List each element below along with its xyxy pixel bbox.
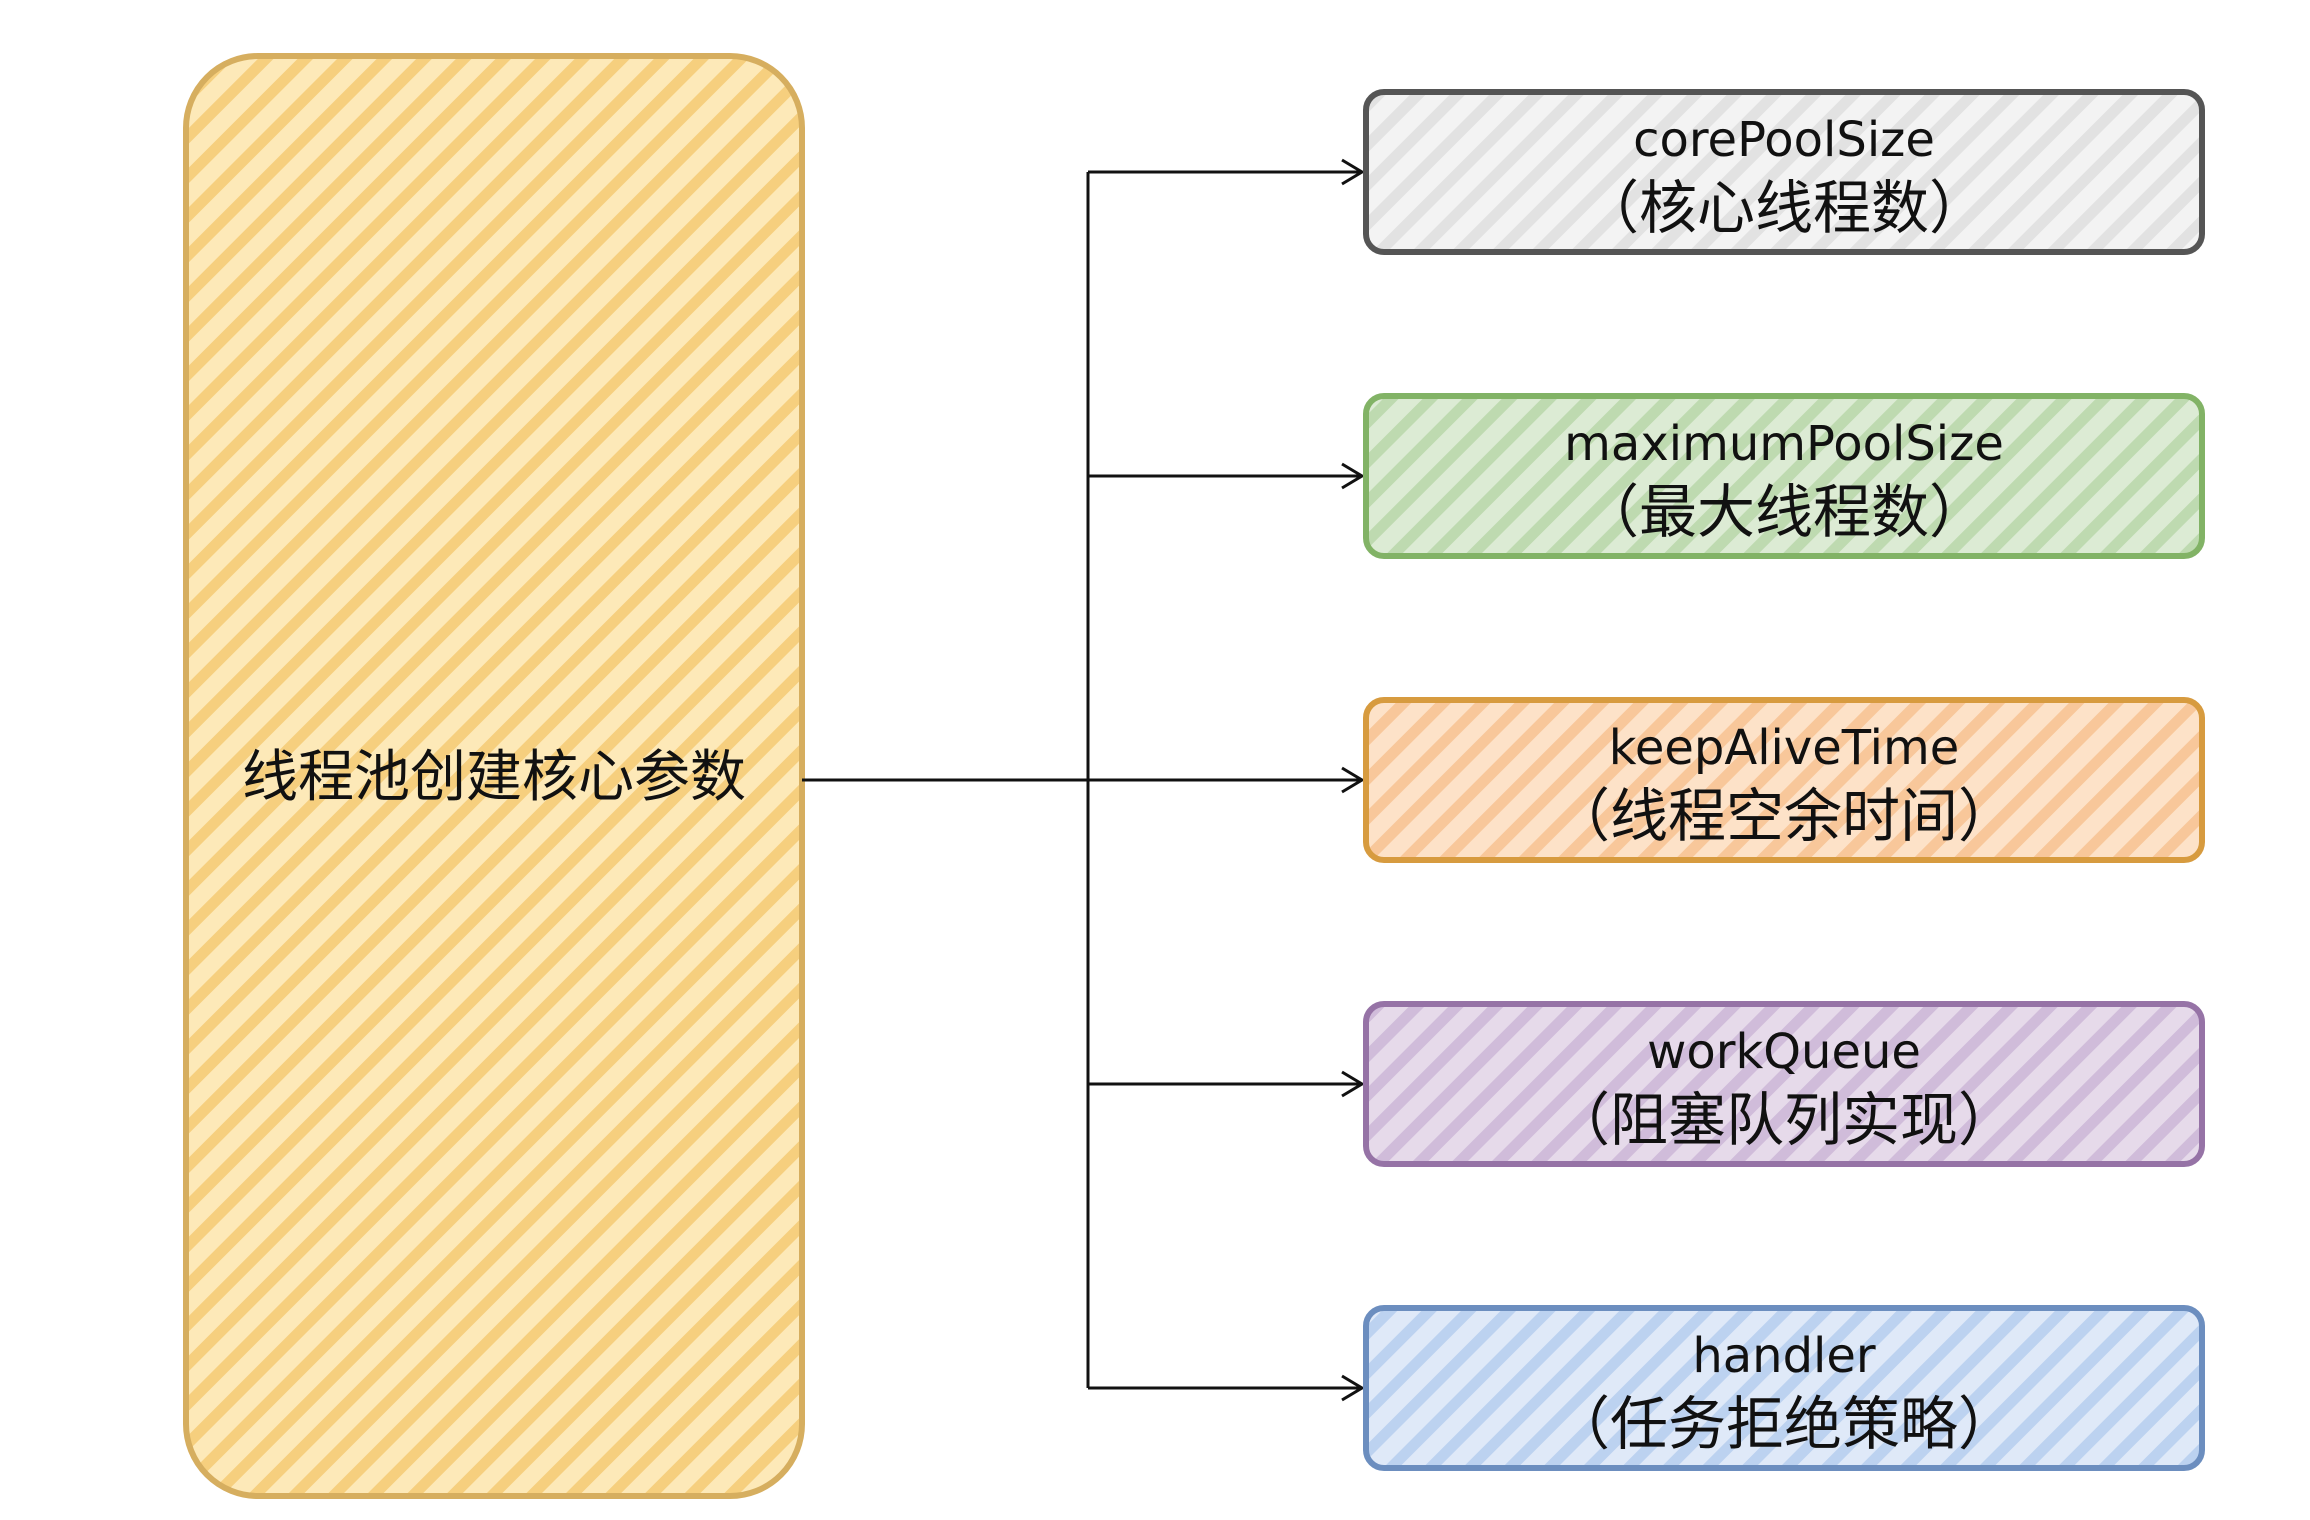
connectors bbox=[802, 158, 1365, 1402]
param-title-work-queue: workQueue bbox=[1647, 1024, 1921, 1080]
root-label: 线程池创建核心参数 bbox=[242, 745, 746, 810]
param-desc-maximum-pool-size: （最大线程数） bbox=[1581, 478, 1987, 546]
arrow-head-handler bbox=[1341, 1374, 1365, 1402]
param-box-keep-alive-time bbox=[1363, 697, 2205, 863]
param-box-work-queue bbox=[1363, 1001, 2205, 1167]
arrow-head-keep-alive-time bbox=[1341, 766, 1365, 794]
param-nodes: corePoolSize （核心线程数） maximumPoolSize （最大线程数… bbox=[1363, 89, 2205, 1471]
param-node-work-queue: workQueue （阻塞队列实现） bbox=[1363, 1001, 2205, 1167]
root-node: 线程池创建核心参数 bbox=[183, 53, 805, 1499]
param-box-core-pool-size bbox=[1363, 89, 2205, 255]
param-box-maximum-pool-size bbox=[1363, 393, 2205, 559]
param-desc-keep-alive-time: （线程空余时间） bbox=[1552, 782, 2016, 850]
param-node-core-pool-size: corePoolSize （核心线程数） bbox=[1363, 89, 2205, 255]
arrow-head-work-queue bbox=[1341, 1070, 1365, 1098]
arrow-head-core-pool-size bbox=[1341, 158, 1365, 186]
param-title-maximum-pool-size: maximumPoolSize bbox=[1564, 416, 2004, 472]
param-node-maximum-pool-size: maximumPoolSize （最大线程数） bbox=[1363, 393, 2205, 559]
param-node-handler: handler （任务拒绝策略） bbox=[1363, 1305, 2205, 1471]
param-title-keep-alive-time: keepAliveTime bbox=[1609, 720, 1960, 776]
param-title-core-pool-size: corePoolSize bbox=[1633, 112, 1935, 168]
param-desc-core-pool-size: （核心线程数） bbox=[1581, 174, 1987, 242]
param-node-keep-alive-time: keepAliveTime （线程空余时间） bbox=[1363, 697, 2205, 863]
root-box bbox=[183, 53, 805, 1499]
arrow-head-maximum-pool-size bbox=[1341, 462, 1365, 490]
param-desc-handler: （任务拒绝策略） bbox=[1552, 1390, 2016, 1458]
param-box-handler bbox=[1363, 1305, 2205, 1471]
param-desc-work-queue: （阻塞队列实现） bbox=[1552, 1086, 2016, 1154]
param-title-handler: handler bbox=[1692, 1328, 1876, 1384]
